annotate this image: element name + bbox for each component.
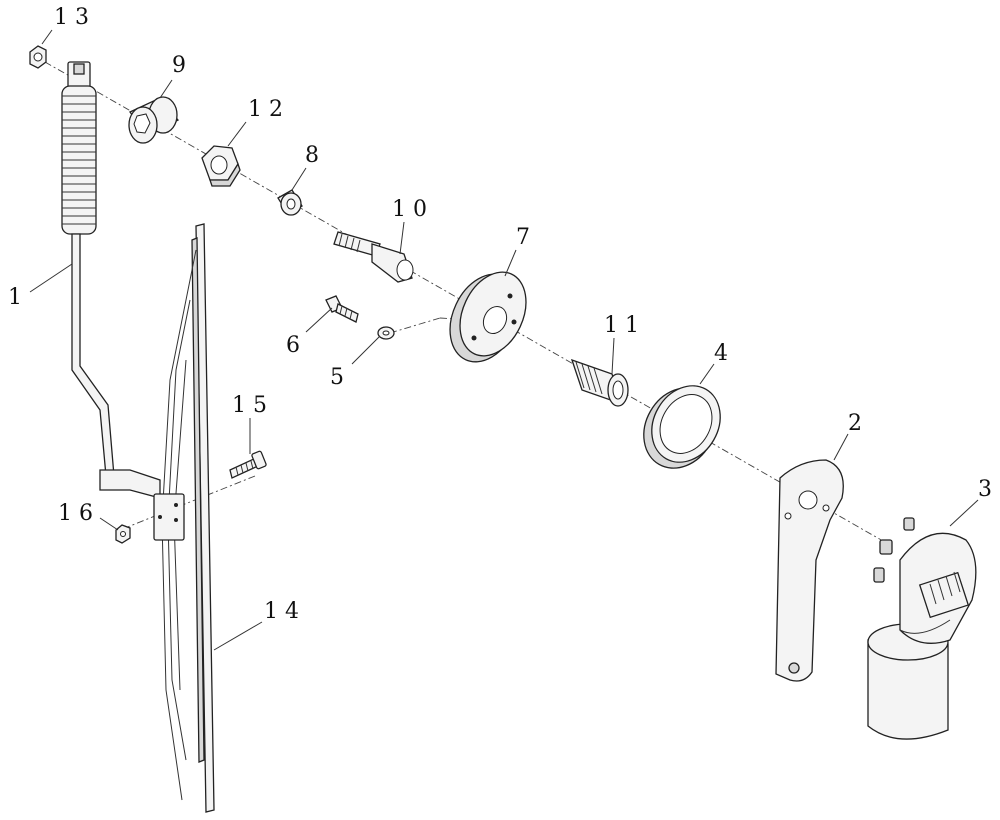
label-part-6: 6 (286, 333, 300, 358)
part-2-mounting-plate (775, 459, 844, 682)
label-part-12: 1 2 (248, 97, 283, 122)
part-8-spacer (277, 189, 303, 216)
label-part-7: 7 (516, 225, 530, 250)
label-part-16: 1 6 (58, 501, 93, 526)
part-14-wiper-blade (153, 223, 215, 813)
part-3-motor (867, 517, 977, 740)
part-7-flange (449, 271, 527, 363)
part-15-bolt (229, 450, 267, 479)
label-part-13: 1 3 (54, 5, 89, 30)
label-part-5: 5 (330, 365, 344, 390)
part-12-hex-nut (201, 145, 241, 187)
label-part-3: 3 (978, 477, 992, 502)
part-4-seal-ring (643, 385, 721, 469)
label-part-2: 2 (848, 411, 862, 436)
label-part-11: 1 1 (604, 313, 639, 338)
label-part-15: 1 5 (232, 393, 267, 418)
leader-lines (29, 29, 979, 651)
label-part-1: 1 (8, 285, 22, 310)
label-part-14: 1 4 (264, 599, 299, 624)
label-part-8: 8 (305, 143, 319, 168)
part-10-spindle (333, 231, 414, 283)
part-11-sleeve (570, 358, 629, 407)
label-part-10: 1 0 (392, 197, 427, 222)
part-13-nut (29, 45, 47, 69)
part-5-washer (377, 326, 395, 340)
part-6-bolt (325, 295, 359, 323)
part-1-wiper-arm (61, 61, 161, 499)
label-part-4: 4 (714, 341, 728, 366)
part-16-nut (115, 524, 131, 544)
label-part-9: 9 (172, 53, 186, 78)
part-9-bushing (128, 96, 180, 144)
part-labels: 1 3 9 1 2 8 1 0 7 1 1 4 2 3 1 6 5 1 5 1 … (8, 5, 992, 624)
